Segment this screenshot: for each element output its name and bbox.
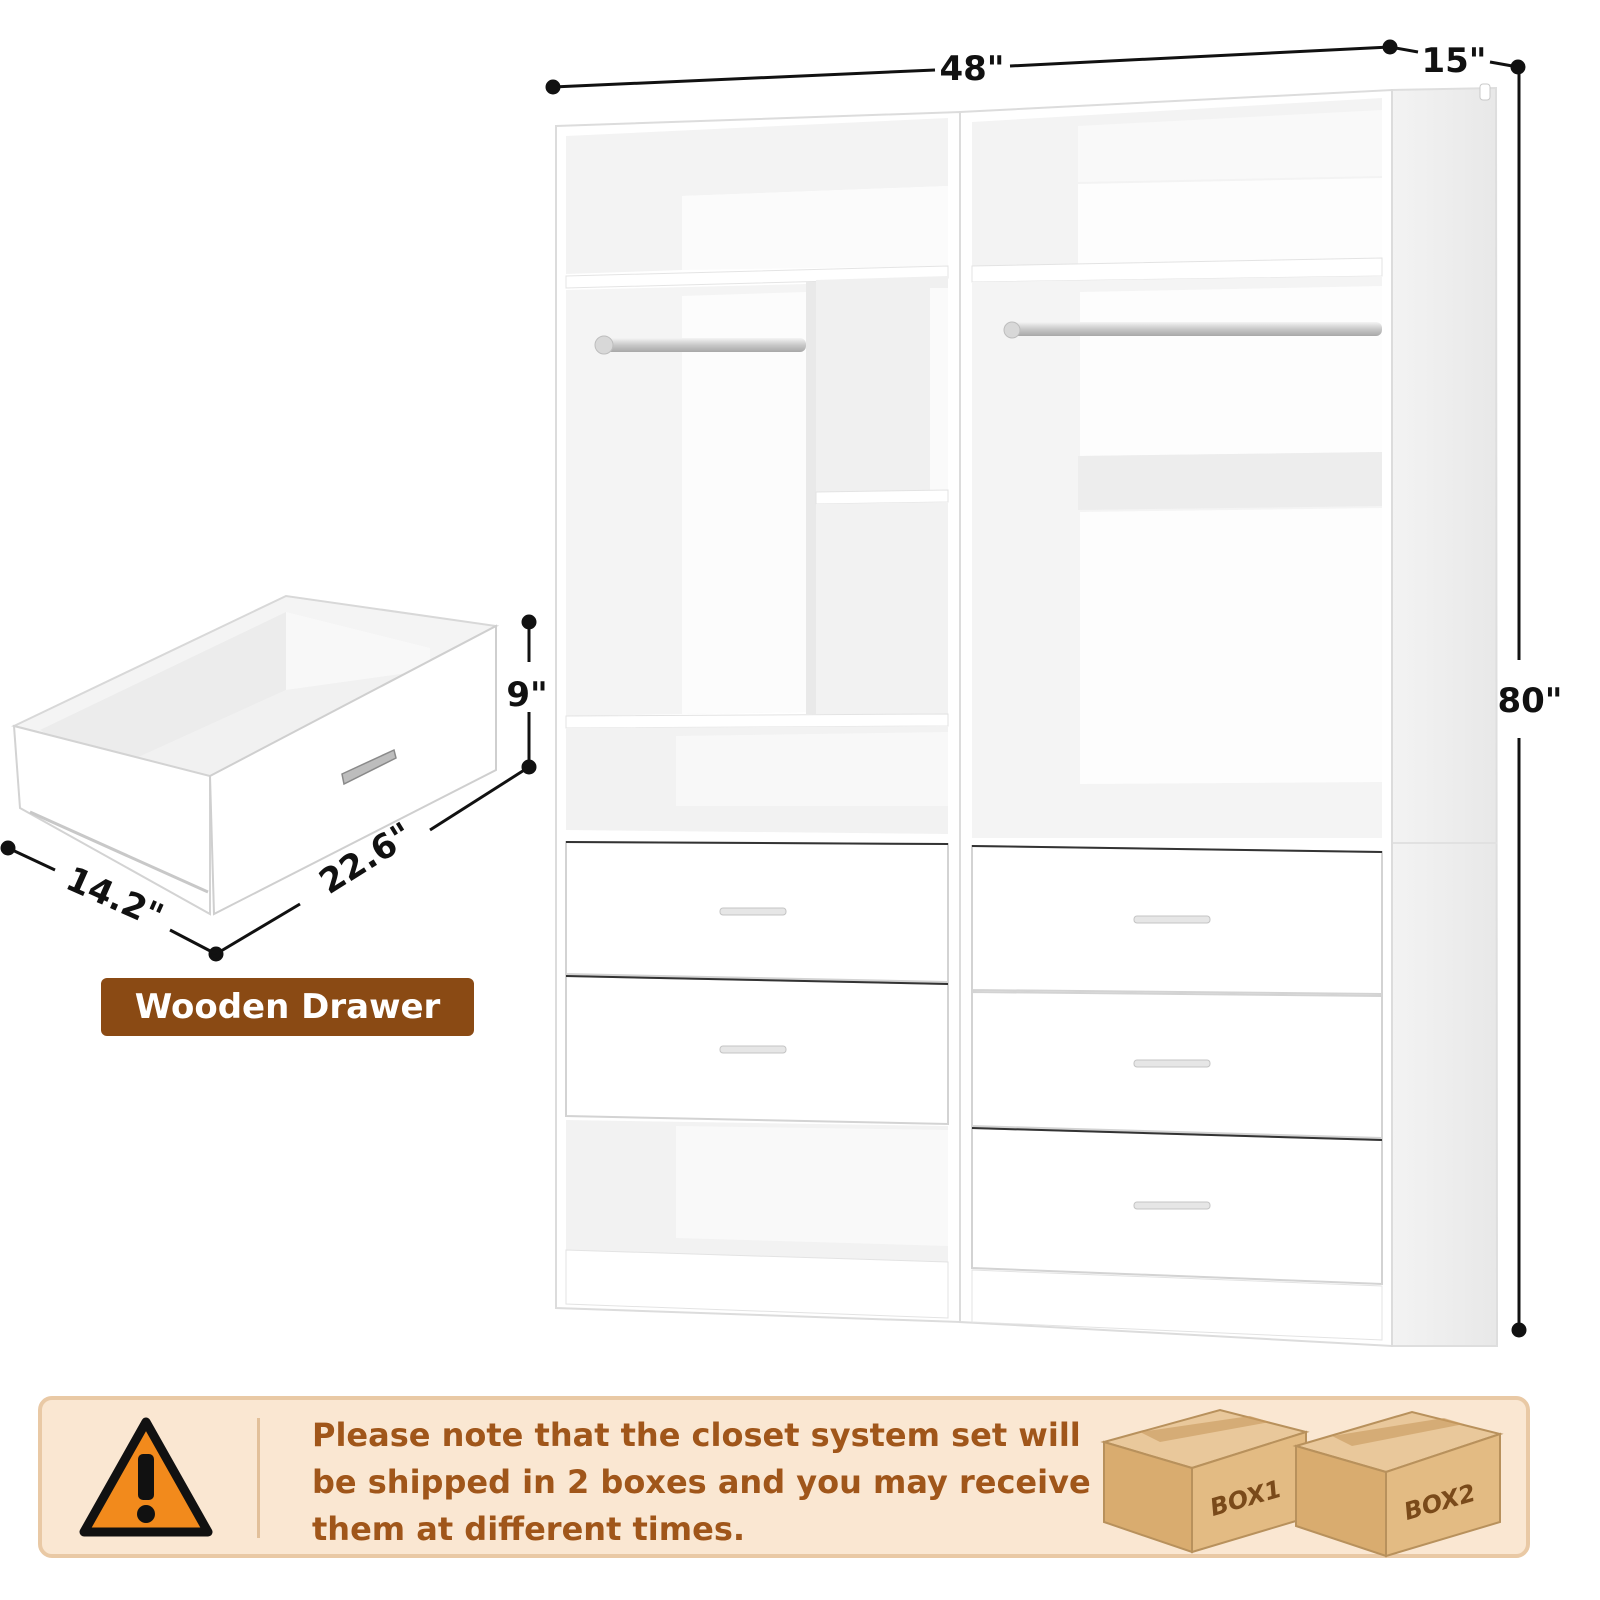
wooden-drawer-badge: Wooden Drawer bbox=[101, 978, 474, 1036]
dim-height-label: 80" bbox=[1497, 681, 1562, 721]
hanging-rod-left bbox=[600, 338, 806, 352]
notice-text: Please note that the closet system set w… bbox=[312, 1412, 1092, 1553]
warning-triangle-icon bbox=[79, 1417, 213, 1537]
cardboard-box-icon: BOX2 bbox=[1292, 1410, 1504, 1558]
dim-drawer-height-label: 9" bbox=[506, 675, 547, 715]
notice-line-3: them at different times. bbox=[312, 1510, 746, 1548]
shipping-boxes: BOX1 BOX2 bbox=[1100, 1408, 1504, 1558]
wooden-drawer-illustration bbox=[11, 594, 500, 916]
closet-side-panel bbox=[1391, 86, 1499, 1347]
notice-line-2: be shipped in 2 boxes and you may receiv… bbox=[312, 1463, 1091, 1501]
notice-line-1: Please note that the closet system set w… bbox=[312, 1416, 1081, 1454]
notice-divider bbox=[257, 1418, 260, 1538]
dimension-lines bbox=[0, 39, 1527, 1338]
shipping-notice-banner: Please note that the closet system set w… bbox=[38, 1396, 1530, 1558]
wall-bracket bbox=[1479, 83, 1491, 101]
hanging-rod-right bbox=[1008, 322, 1382, 336]
cardboard-box-icon: BOX1 bbox=[1100, 1408, 1310, 1554]
dim-depth-label: 15" bbox=[1421, 41, 1486, 81]
dim-width-label: 48" bbox=[939, 49, 1004, 89]
drawer-handle bbox=[341, 748, 397, 786]
closet-system bbox=[555, 83, 1499, 1348]
